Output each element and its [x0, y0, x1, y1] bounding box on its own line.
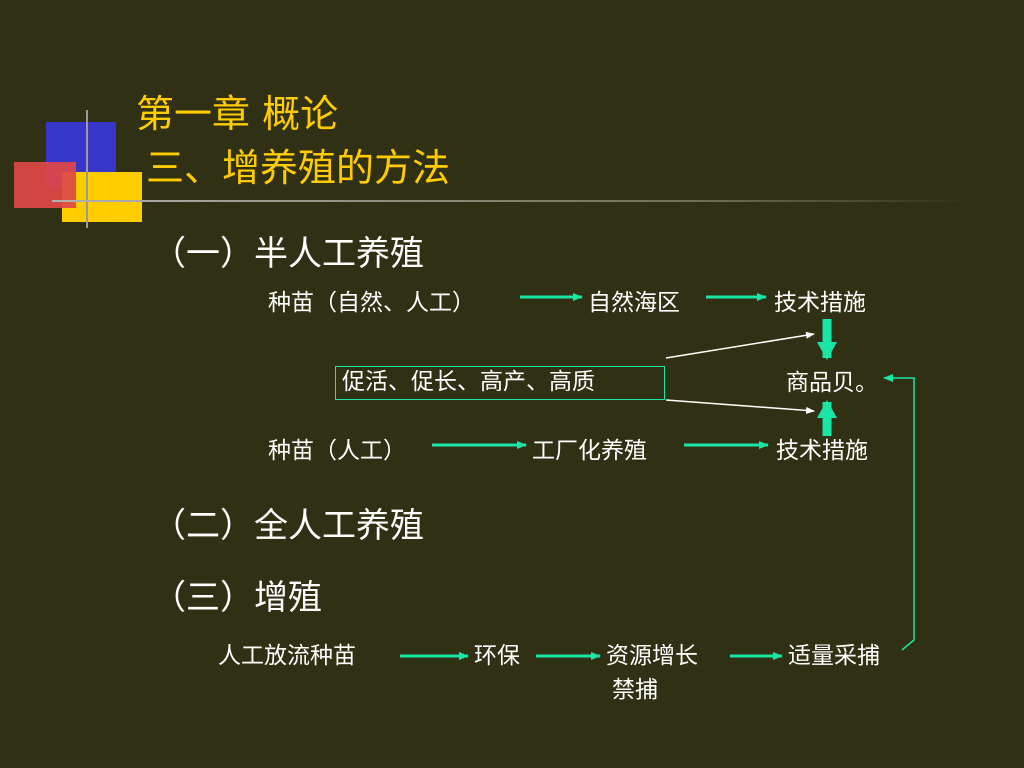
node-released-seedlings: 人工放流种苗: [218, 643, 356, 669]
chapter-title: 第一章 概论: [136, 92, 339, 136]
node-commercial-shellfish: 商品贝。: [786, 370, 878, 396]
heading-enhancement: （三）增殖: [152, 578, 322, 618]
node-seedling-natural-artificial: 种苗（自然、人工）: [268, 290, 475, 316]
node-fishing-ban: 禁捕: [612, 677, 658, 703]
arrowhead-measures2-up: [817, 400, 837, 418]
arrowhead-measures1-down: [817, 342, 837, 360]
arrow-box-to-measures2: [665, 399, 815, 414]
node-moderate-harvest: 适量采捕: [788, 643, 880, 669]
node-natural-sea-area: 自然海区: [588, 290, 680, 316]
node-factory-culture: 工厂化养殖: [532, 438, 647, 464]
node-environmental-protection: 环保: [474, 643, 520, 669]
node-seedling-artificial: 种苗（人工）: [268, 438, 406, 464]
section-title: 三、增养殖的方法: [146, 146, 451, 190]
heading-full-artificial: （二）全人工养殖: [152, 506, 424, 546]
goal-box: 促活、促长、高产、高质: [335, 366, 665, 400]
arrow-box-to-measures1: [665, 331, 815, 359]
node-technical-measures-2: 技术措施: [776, 438, 868, 464]
deco-vertical-line: [86, 110, 88, 228]
arrow-harvest-to-result: [883, 374, 915, 651]
deco-horizontal-line: [52, 200, 972, 202]
heading-semi-artificial: （一）半人工养殖: [152, 234, 424, 274]
node-technical-measures-1: 技术措施: [774, 290, 866, 316]
node-resource-growth: 资源增长: [606, 643, 698, 669]
